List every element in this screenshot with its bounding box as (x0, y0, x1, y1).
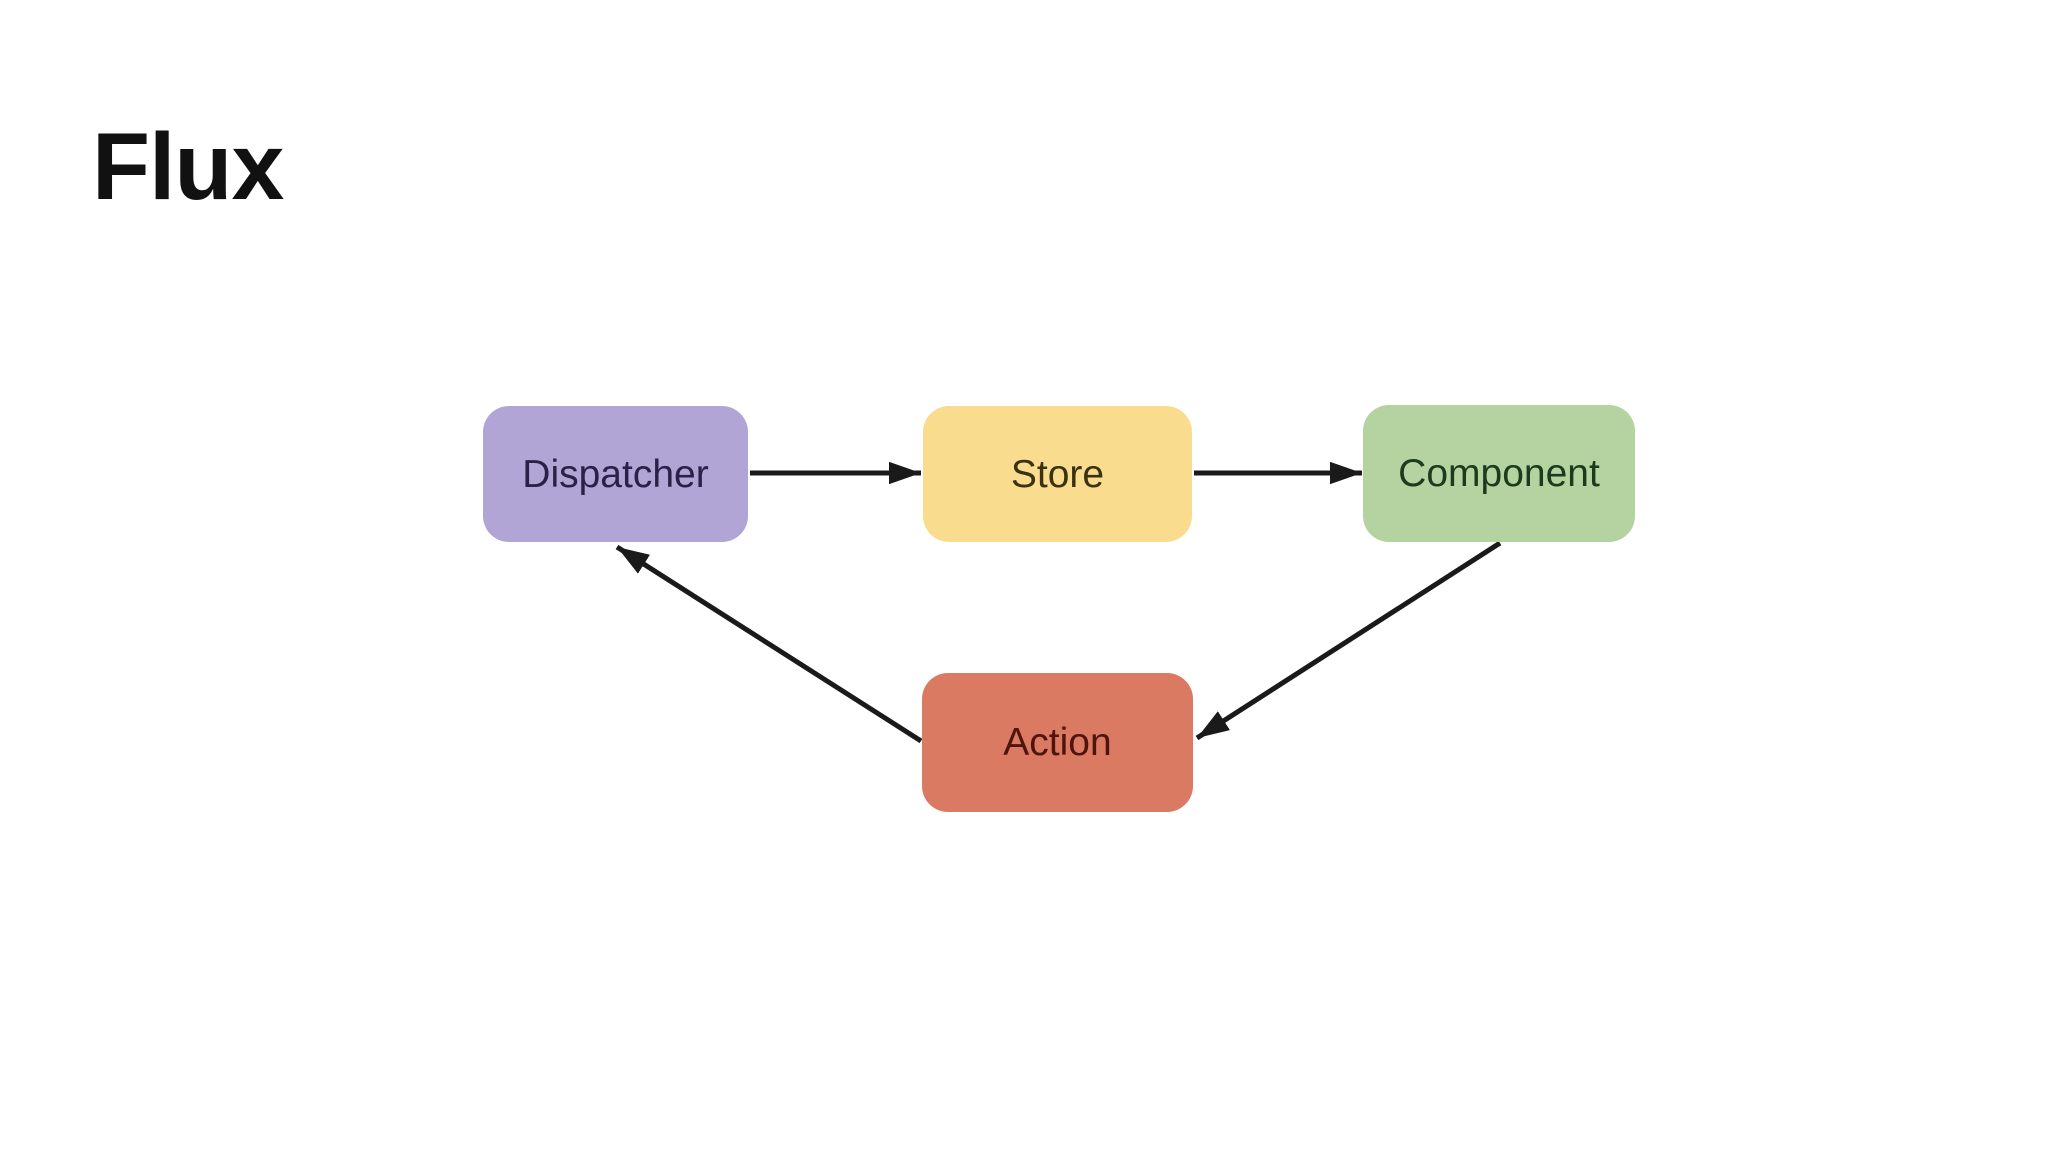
node-action-label: Action (1003, 721, 1112, 764)
node-dispatcher-label: Dispatcher (522, 452, 709, 496)
arrow-action-to-dispatcher (615, 544, 923, 744)
node-component-label: Component (1398, 452, 1600, 495)
node-component: Component (1363, 405, 1635, 542)
node-action: Action (922, 673, 1193, 812)
page-title: Flux (92, 114, 284, 220)
node-store-label: Store (1010, 452, 1105, 496)
arrow-component-to-action (1195, 540, 1502, 741)
node-dispatcher: Dispatcher (483, 406, 748, 542)
node-store: Store (923, 406, 1192, 542)
